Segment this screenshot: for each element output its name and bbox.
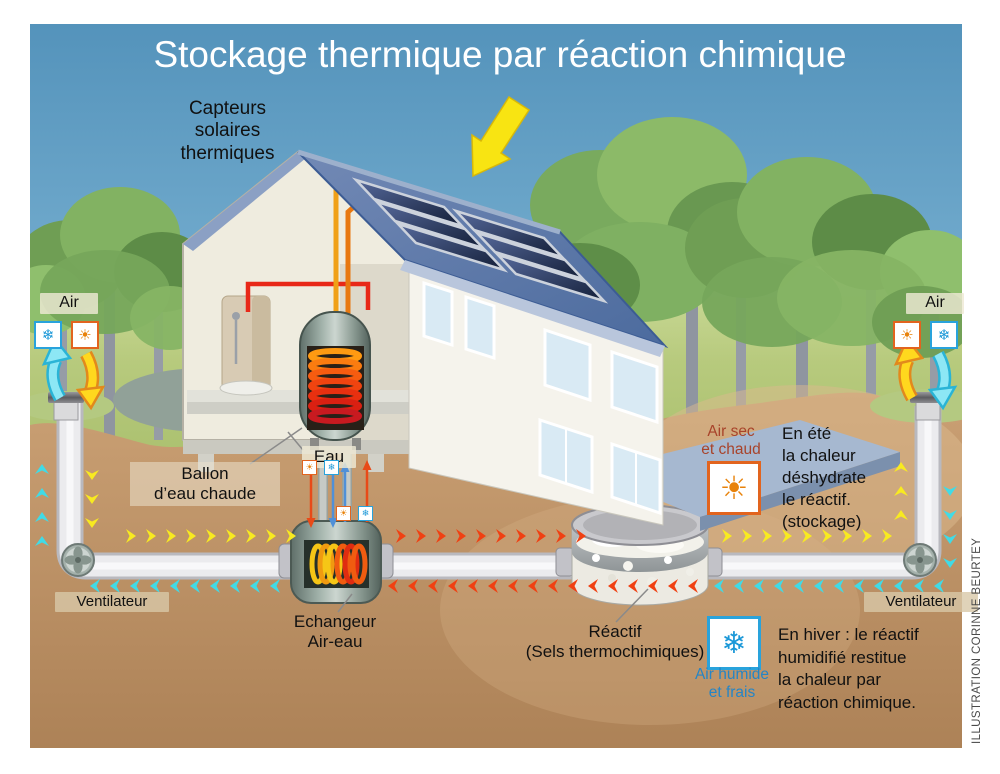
fan-right	[903, 543, 937, 577]
sun-icon: ☀	[893, 321, 921, 349]
ventilateur-right-label: Ventilateur	[864, 592, 978, 612]
sunlight-arrow	[471, 95, 531, 178]
capteurs-label: Capteurs solaires thermiques	[180, 98, 275, 164]
air-humide-label: Air humide et frais	[694, 666, 770, 702]
sun-icon: ☀	[302, 460, 317, 475]
echangeur-label: Echangeur Air-eau	[293, 612, 377, 652]
air-left-label: Air	[40, 293, 98, 314]
fan-left	[61, 543, 95, 577]
winter-annotation: En hiver : le réactif humidifié restitue…	[778, 625, 919, 712]
reactif-label: Réactif (Sels thermochimiques)	[525, 622, 705, 662]
trees-right	[685, 157, 962, 440]
solar-panels	[351, 177, 609, 304]
house	[182, 149, 900, 531]
snowflake-icon: ❄	[930, 321, 958, 349]
sun-icon: ☀	[71, 321, 99, 349]
summer-annotation: En été la chaleur déshydrate le réactif.…	[782, 424, 867, 531]
leader-lines	[249, 427, 649, 623]
air-right-label: Air	[906, 293, 964, 314]
ventilateur-left-label: Ventilateur	[55, 592, 169, 612]
snowflake-icon: ❄	[707, 616, 761, 670]
credit-text: ILLUSTRATION CORINNE BEURTEY	[971, 537, 983, 744]
air-sec-label: Air sec et chaud	[701, 423, 761, 459]
surface-air-arrows	[41, 336, 958, 411]
ballon-label: Ballon d’eau chaude	[130, 462, 280, 507]
diagram-title: Stockage thermique par réaction chimique	[153, 34, 847, 75]
hot-water-tank	[299, 311, 371, 450]
heat-exchanger	[278, 520, 394, 604]
snowflake-icon: ❄	[358, 506, 373, 521]
snowflake-icon: ❄	[34, 321, 62, 349]
sun-icon: ☀	[707, 461, 761, 515]
shower	[219, 295, 273, 396]
sun-icon: ☀	[336, 506, 351, 521]
windows	[422, 280, 662, 516]
snowflake-icon: ❄	[324, 460, 339, 475]
